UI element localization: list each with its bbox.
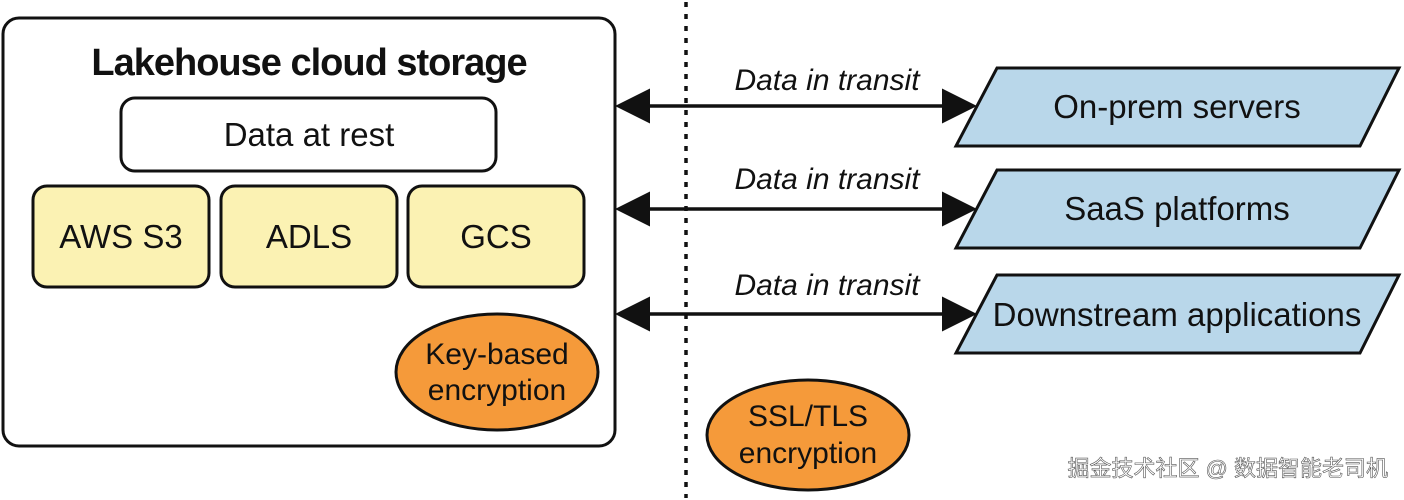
ssl-tls-encryption-line-1: SSL/TLS (748, 400, 868, 433)
provider-box-adls (219, 184, 399, 289)
lakehouse-storage-group: Lakehouse cloud storage Data at rest AWS… (1, 16, 617, 448)
key-based-encryption-oval (394, 312, 600, 432)
transit-label-3: Data in transit (734, 269, 921, 302)
destination-shape-on-prem-servers (953, 66, 1402, 148)
transit-label-2: Data in transit (734, 163, 921, 196)
destination-shape-saas-platforms (953, 168, 1402, 250)
ssl-tls-encryption-oval (705, 378, 911, 492)
data-at-rest-label: Data at rest (224, 116, 395, 153)
provider-label-gcs: GCS (460, 218, 532, 255)
data-at-rest-box (119, 96, 498, 173)
key-based-encryption-line-2: encryption (428, 374, 566, 407)
provider-box-aws-s3 (31, 184, 211, 289)
transit-connections: Data in transit Data in transit Data in … (615, 64, 977, 332)
lakehouse-title: Lakehouse cloud storage (91, 42, 526, 84)
watermark-text: 掘金技术社区 @ 数据智能老司机 (1067, 456, 1388, 481)
destination-label-downstream-applications: Downstream applications (993, 296, 1362, 333)
provider-box-gcs (406, 184, 586, 289)
transit-label-1: Data in transit (734, 64, 921, 97)
key-based-encryption-line-1: Key-based (425, 338, 568, 371)
ssl-tls-encryption-line-2: encryption (739, 437, 877, 470)
provider-label-adls: ADLS (266, 218, 352, 255)
provider-label-aws-s3: AWS S3 (59, 218, 182, 255)
destinations-group: On-prem servers SaaS platforms Downstrea… (953, 66, 1402, 355)
destination-shape-downstream-applications (953, 273, 1402, 355)
destination-label-on-prem-servers: On-prem servers (1053, 88, 1301, 125)
destination-label-saas-platforms: SaaS platforms (1064, 190, 1290, 227)
